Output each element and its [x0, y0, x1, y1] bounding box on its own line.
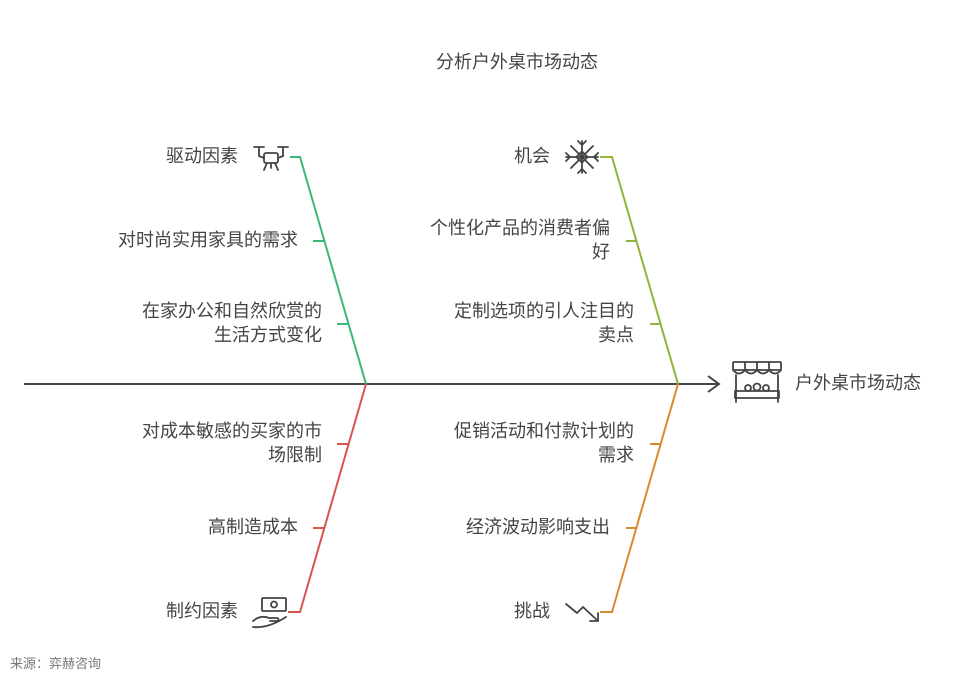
- challenges-item-1-line-2: 需求: [598, 445, 634, 466]
- challenges-bone: [600, 383, 679, 613]
- snowflake-icon: [565, 140, 599, 174]
- drivers-item-2: 在家办公和自然欣赏的 生活方式变化: [142, 300, 322, 348]
- challenges-label: 挑战: [514, 601, 550, 622]
- constraints-item-1-line-1: 对成本敏感的买家的市: [142, 421, 322, 442]
- challenges-item-1: 促销活动和付款计划的 需求: [454, 420, 634, 468]
- constraints-bone: [288, 383, 367, 613]
- opportunities-item-2-line-1: 定制选项的引人注目的: [454, 301, 634, 322]
- constraints-item-2: 高制造成本: [208, 517, 298, 538]
- opportunities-bone: [600, 156, 679, 385]
- drivers-item-2-line-1: 在家办公和自然欣赏的: [142, 301, 322, 322]
- trend-down-icon: [565, 603, 599, 622]
- challenges-item-2: 经济波动影响支出: [466, 517, 610, 538]
- constraints-item-1-line-2: 场限制: [268, 445, 322, 466]
- drone-icon: [253, 146, 289, 171]
- market-stall-icon: [732, 361, 782, 403]
- challenges-item-1-line-1: 促销活动和付款计划的: [454, 421, 634, 442]
- opportunities-label: 机会: [514, 146, 550, 167]
- constraints-item-1: 对成本敏感的买家的市 场限制: [142, 420, 322, 468]
- opportunities-item-2: 定制选项的引人注目的 卖点: [454, 300, 634, 348]
- drivers-bone: [290, 156, 367, 385]
- opportunities-item-2-line-2: 卖点: [598, 325, 634, 346]
- opportunities-item-1-line-2: 好: [592, 242, 610, 263]
- diagram-title: 分析户外桌市场动态: [436, 52, 598, 73]
- spine-arrowhead: [707, 375, 721, 393]
- source-note: 来源：弈赫咨询: [10, 657, 102, 672]
- drivers-item-1: 对时尚实用家具的需求: [118, 230, 298, 251]
- money-hand-icon: [252, 597, 287, 629]
- drivers-label: 驱动因素: [166, 146, 238, 167]
- head-label: 户外桌市场动态: [795, 373, 921, 394]
- constraints-label: 制约因素: [166, 601, 238, 622]
- drivers-item-2-line-2: 生活方式变化: [214, 325, 322, 346]
- opportunities-item-1: 个性化产品的消费者偏 好: [430, 217, 610, 265]
- opportunities-item-1-line-1: 个性化产品的消费者偏: [430, 218, 610, 239]
